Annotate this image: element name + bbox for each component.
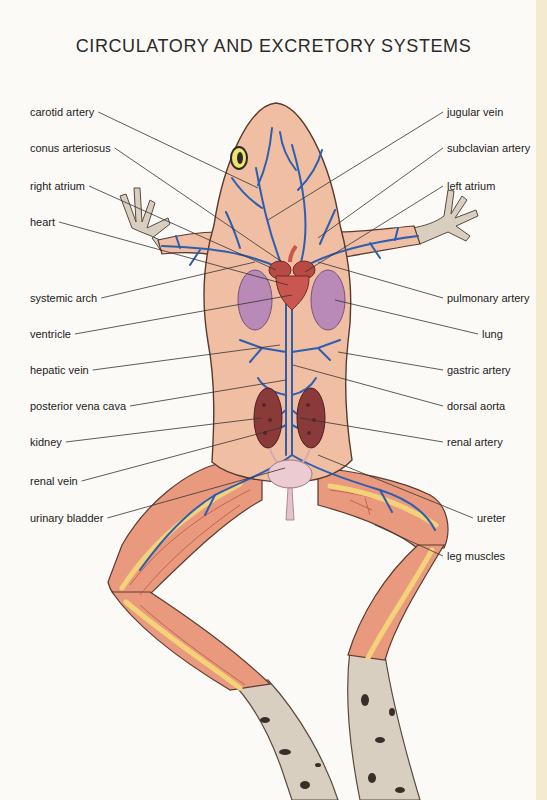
part-label: ureter (477, 511, 506, 525)
part-label: left atrium (447, 179, 495, 193)
urinary-bladder (268, 460, 312, 488)
leader-line (338, 352, 443, 370)
part-label: kidney (30, 435, 62, 449)
leader-line (115, 148, 282, 262)
leader-line (375, 525, 443, 556)
leader-line (93, 345, 280, 370)
part-label: renal vein (30, 474, 78, 488)
part-label: heart (30, 215, 55, 229)
leader-line (318, 455, 473, 518)
part-label: leg muscles (447, 549, 505, 563)
kidneys (254, 388, 325, 448)
leader-line (305, 186, 443, 272)
part-label: carotid artery (30, 105, 94, 119)
leader-line (101, 262, 255, 298)
leader-line (89, 186, 276, 270)
leader-line (66, 418, 262, 442)
muscle-lines (130, 490, 435, 685)
eye (231, 147, 247, 169)
leader-line (82, 428, 280, 481)
skin-spots (260, 694, 405, 793)
part-label: right atrium (30, 179, 85, 193)
pupil (237, 152, 243, 164)
heart-drawing (269, 246, 315, 310)
leader-line (293, 365, 443, 406)
part-label: systemic arch (30, 291, 97, 305)
part-label: conus arteriosus (30, 141, 111, 155)
part-label: renal artery (447, 435, 503, 449)
leader-line (75, 295, 292, 334)
leader-line (335, 300, 478, 334)
figure-title: CIRCULATORY AND EXCRETORY SYSTEMS (0, 36, 547, 57)
leader-line (300, 418, 443, 442)
page-edge (536, 0, 547, 800)
part-label: hepatic vein (30, 363, 89, 377)
leader-lines (59, 112, 478, 556)
part-label: jugular vein (447, 105, 503, 119)
cloaca (286, 488, 294, 520)
leader-line (268, 112, 443, 220)
part-label: dorsal aorta (447, 399, 505, 413)
part-label: pulmonary artery (447, 291, 530, 305)
part-label: urinary bladder (30, 511, 103, 525)
part-label: posterior vena cava (30, 399, 126, 413)
part-label: lung (482, 327, 503, 341)
part-label: gastric artery (447, 363, 511, 377)
leader-line (98, 112, 258, 188)
part-label: ventricle (30, 327, 71, 341)
leg-bones (122, 484, 436, 688)
part-label: subclavian artery (447, 141, 530, 155)
blood-vessels (140, 128, 435, 570)
leader-line (318, 262, 443, 298)
frog-body (204, 103, 352, 482)
leader-line (107, 468, 285, 518)
leader-line (59, 222, 288, 285)
leader-line (130, 380, 286, 406)
